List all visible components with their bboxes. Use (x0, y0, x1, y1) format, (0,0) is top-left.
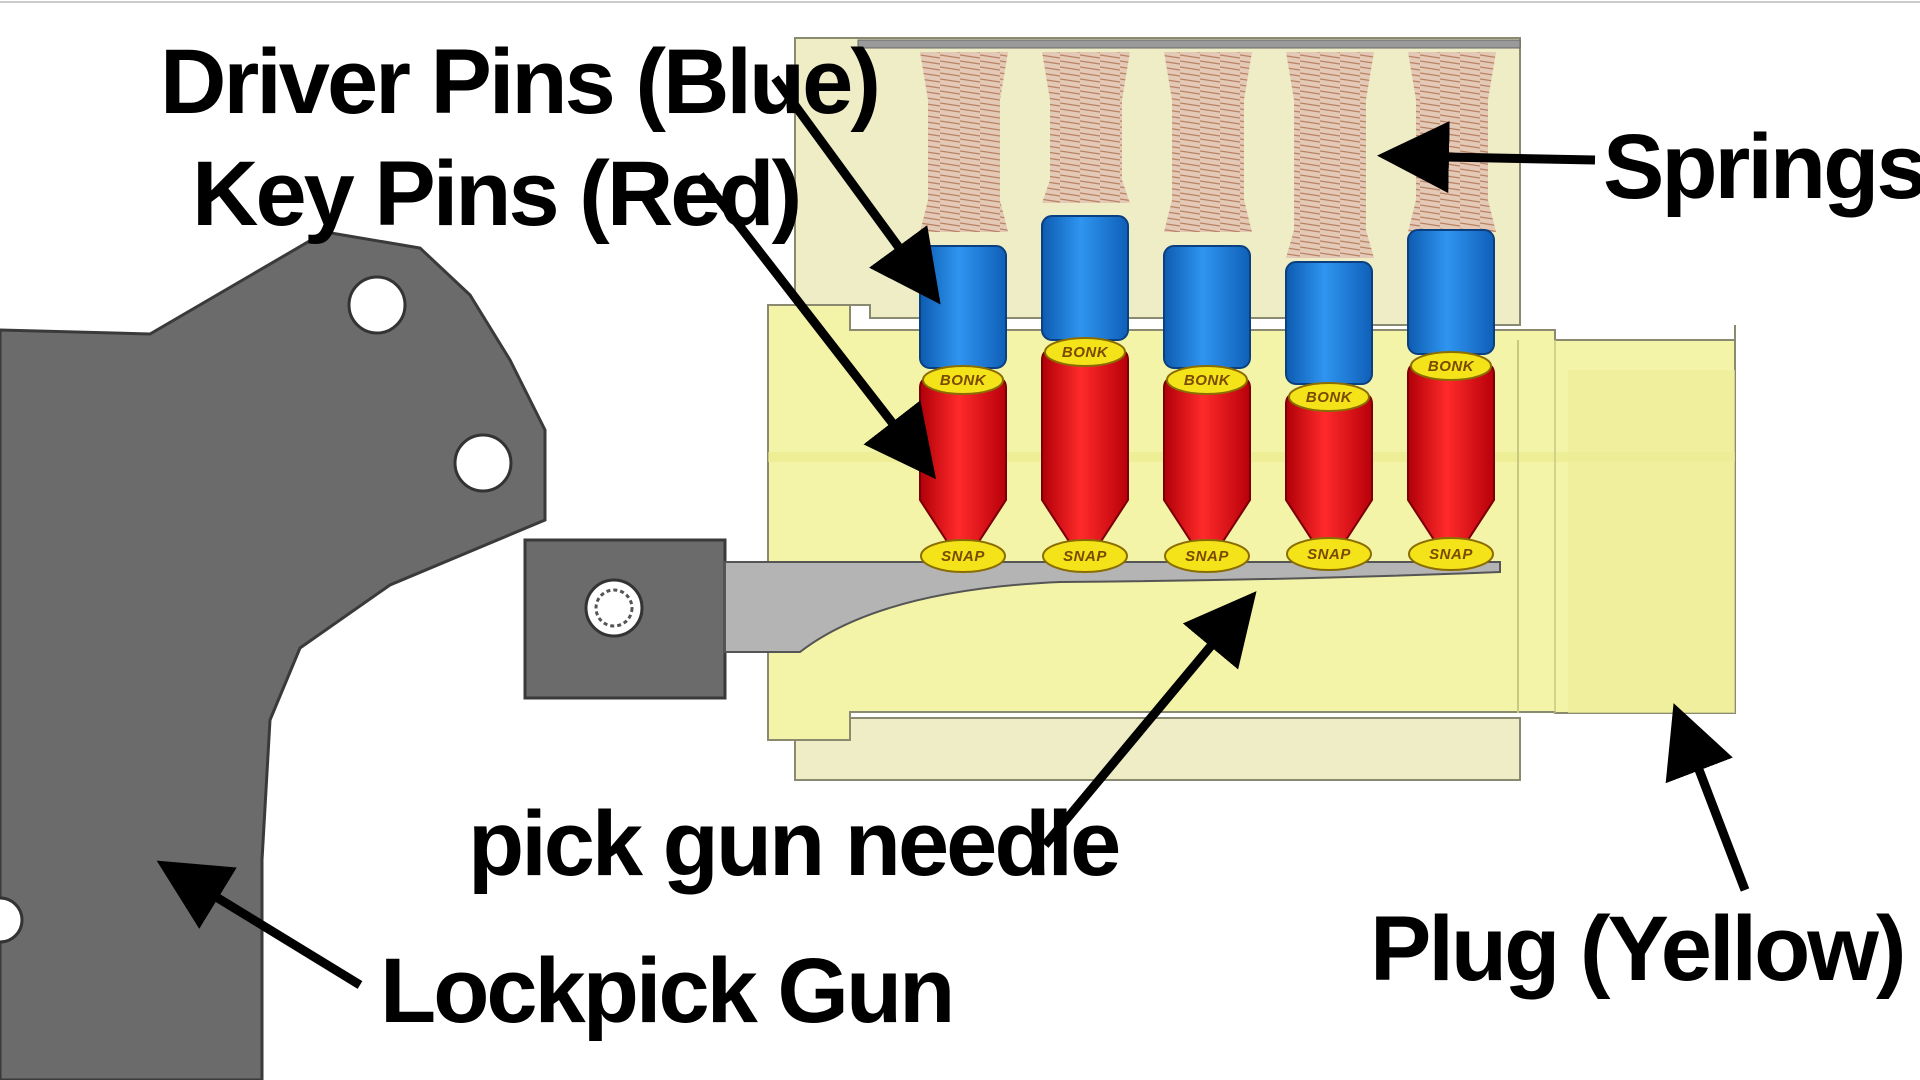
arrow-springs (1377, 121, 1596, 194)
key-pin (919, 377, 1007, 547)
pick-gun-needle (724, 561, 1501, 653)
label-driver-pins: Driver Pins (Blue) (160, 31, 878, 133)
snap-text: SNAP (1307, 546, 1351, 563)
snap-effect: SNAP (1164, 539, 1250, 573)
arrow-needle (1041, 591, 1257, 848)
key-pin (1041, 349, 1129, 547)
snap-effect: SNAP (1042, 539, 1128, 573)
bonk-text: BONK (1306, 389, 1353, 406)
label-key-pins: Key Pins (Red) (192, 143, 799, 245)
lockpick-gun (0, 230, 727, 1080)
labels: Driver Pins (Blue) Key Pins (Red) Spring… (160, 31, 1920, 1042)
driver-pin (1163, 245, 1251, 369)
arrow-driver-pins (771, 75, 941, 305)
bonk-text: BONK (1062, 344, 1109, 361)
bonk-effect: BONK (1410, 351, 1492, 381)
springs (920, 52, 1496, 258)
bonk-effect: BONK (1166, 365, 1248, 395)
snap-text: SNAP (1063, 548, 1107, 565)
snap-effect: SNAP (1286, 537, 1372, 571)
bonk-effect: BONK (1044, 337, 1126, 367)
gun-hole (453, 433, 513, 493)
impact-effects: BONK BONK BONK BONK BONK SNAP SNAP SNA (920, 337, 1494, 573)
key-pin (1163, 377, 1251, 547)
arrow-key-pins (696, 172, 937, 480)
arrow-plug (1665, 703, 1750, 892)
callout-arrows (156, 75, 1750, 989)
plug-body (767, 304, 1736, 741)
key-pins (919, 349, 1495, 547)
label-plug: Plug (Yellow) (1370, 898, 1903, 1000)
bonk-text: BONK (940, 372, 987, 389)
snap-effect: SNAP (1408, 537, 1494, 571)
driver-pins (919, 215, 1495, 385)
gun-hole (0, 896, 24, 944)
key-pin (1407, 363, 1495, 547)
bonk-text: BONK (1428, 358, 1475, 375)
label-gun: Lockpick Gun (380, 940, 952, 1042)
driver-pin (919, 245, 1007, 369)
bonk-effect: BONK (922, 365, 1004, 395)
bonk-effect: BONK (1288, 382, 1370, 412)
gun-hole (347, 275, 407, 335)
arrow-gun (156, 860, 363, 989)
driver-pin (1041, 215, 1129, 341)
driver-pin (1285, 261, 1373, 385)
holder-screw-hole (584, 578, 644, 638)
snap-text: SNAP (941, 548, 985, 565)
snap-text: SNAP (1429, 546, 1473, 563)
snap-effect: SNAP (920, 539, 1006, 573)
bonk-text: BONK (1184, 372, 1231, 389)
snap-text: SNAP (1185, 548, 1229, 565)
driver-pin (1407, 229, 1495, 355)
label-springs: Springs (1603, 116, 1920, 218)
label-needle: pick gun needle (468, 793, 1119, 895)
